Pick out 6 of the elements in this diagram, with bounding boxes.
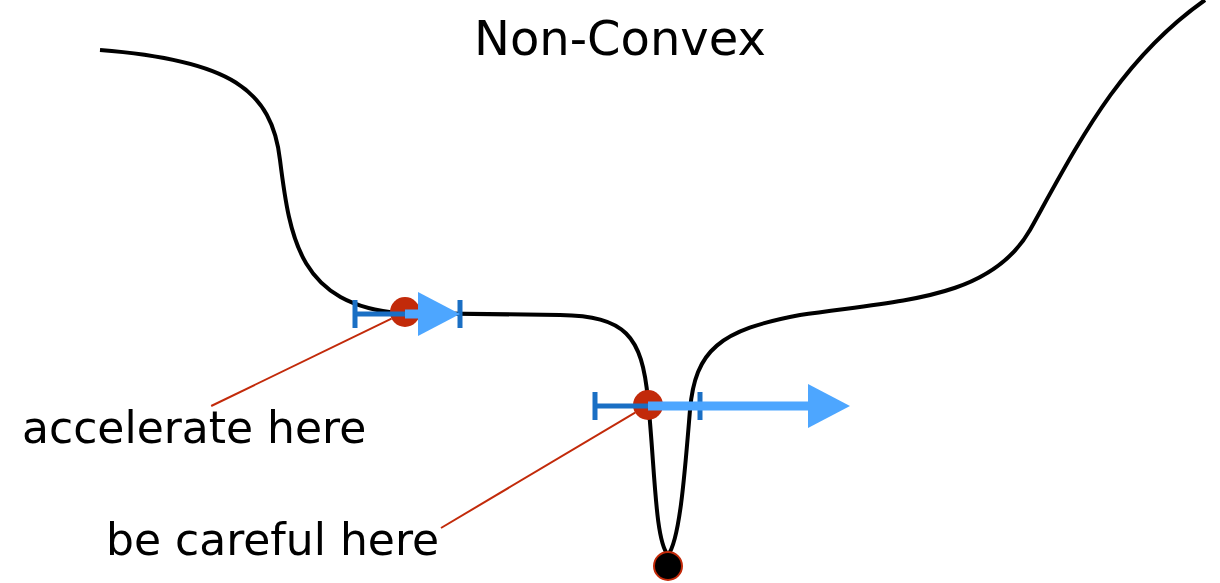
leader-line bbox=[440, 411, 637, 529]
leader-line bbox=[210, 317, 393, 407]
point-marker bbox=[633, 390, 663, 420]
diagram-title: Non-Convex bbox=[474, 12, 766, 64]
annotation-label: be careful here bbox=[106, 514, 440, 566]
annotation-label: accelerate here bbox=[22, 402, 367, 454]
